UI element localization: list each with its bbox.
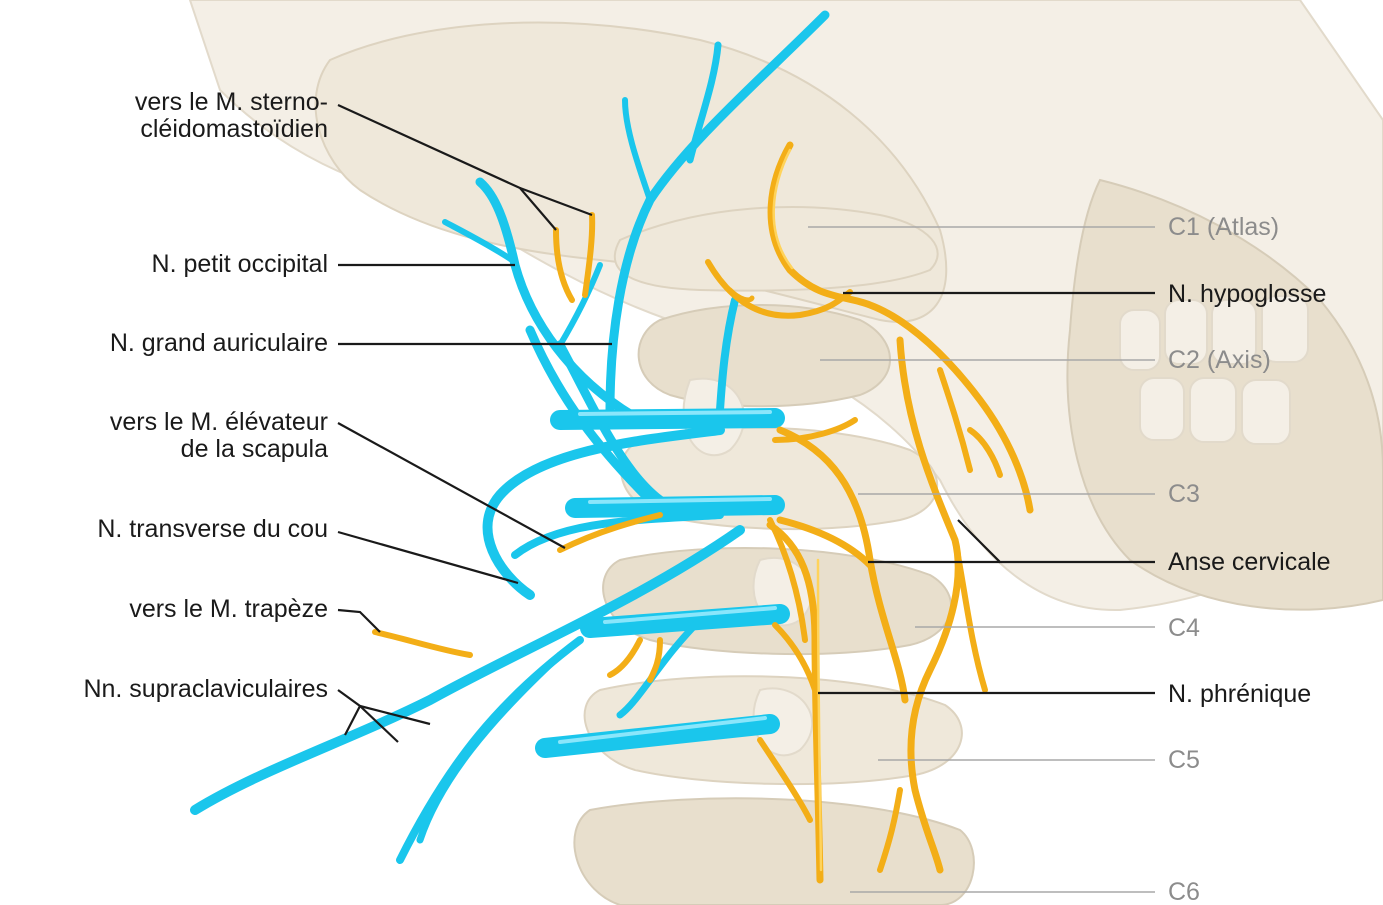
root-c3 (575, 505, 775, 508)
label-trapeze: vers le M. trapèze (129, 595, 328, 623)
label-c5: C5 (1168, 746, 1200, 774)
label-transverse-du-cou: N. transverse du cou (97, 515, 328, 543)
root-c2 (560, 418, 775, 420)
label-sternocleido-line1: vers le M. sterno- (135, 88, 328, 116)
label-hypoglosse: N. hypoglosse (1168, 280, 1326, 308)
left-labels: vers le M. sterno- cléidomastoïdien N. p… (83, 88, 328, 703)
label-sternocleido-line2: cléidomastoïdien (140, 115, 328, 143)
label-elevateur-line1: vers le M. élévateur (110, 408, 328, 436)
label-supraclaviculaires: Nn. supraclaviculaires (83, 675, 328, 703)
label-anse-cervicale: Anse cervicale (1168, 548, 1331, 576)
label-c1: C1 (Atlas) (1168, 213, 1279, 241)
label-phrenique: N. phrénique (1168, 680, 1311, 708)
label-petit-occipital: N. petit occipital (152, 250, 328, 278)
label-elevateur-line2: de la scapula (181, 435, 328, 463)
trapeze-branch (375, 632, 470, 655)
vertebra-c6 (574, 798, 973, 905)
label-grand-auriculaire: N. grand auriculaire (110, 329, 328, 357)
label-c3: C3 (1168, 480, 1200, 508)
label-c4: C4 (1168, 614, 1200, 642)
label-c2: C2 (Axis) (1168, 346, 1271, 374)
vertebra-c2 (639, 305, 890, 406)
label-c6: C6 (1168, 878, 1200, 905)
skull-and-spine-background (190, 0, 1383, 905)
